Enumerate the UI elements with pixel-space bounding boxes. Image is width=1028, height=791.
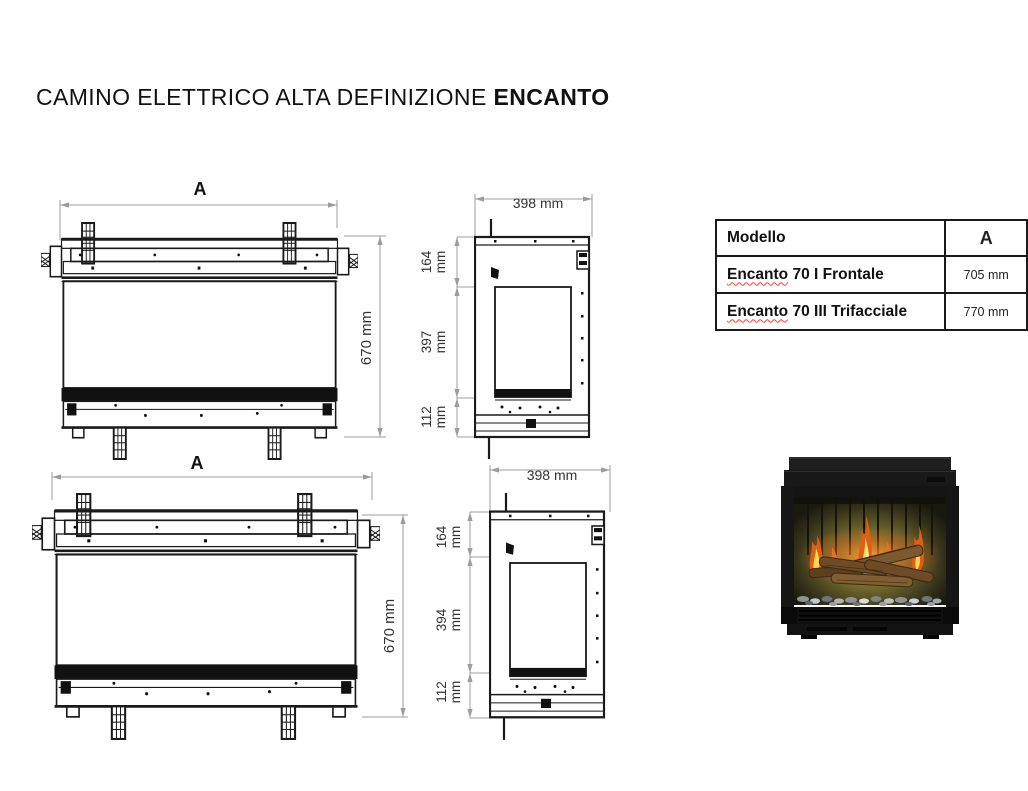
model-dimension-table: Modello A Encanto 70 I Frontale 705 mm E… [714,219,1028,331]
model-name-cell: Encanto 70 III Trifacciale [714,292,947,331]
front-view-top-drawing: A 670 mm [40,178,405,478]
page-title-bold: ENCANTO [493,84,610,110]
page-title: CAMINO ELETTRICO ALTA DEFINIZIONE ENCANT… [36,84,610,111]
page-title-regular: CAMINO ELETTRICO ALTA DEFINIZIONE [36,84,494,110]
header-dimension-a: A [944,219,1028,257]
front-view-bottom-drawing: A 670 mm [20,450,425,755]
front-view-bottom-cad [32,493,380,740]
dim-depth-398: 398 mm [526,467,578,483]
dim-height-670: 670 mm [358,310,375,366]
model-value-cell: 705 mm [944,255,1028,294]
dim-width-A: A [193,179,207,199]
model-name-cell: Encanto 70 I Frontale [714,255,947,294]
dim-width-A: A [190,453,204,473]
table-header-row: Modello A [714,219,1028,257]
model-value-cell: 770 mm [944,292,1028,331]
dim-height-670: 670 mm [381,598,398,654]
product-photo-fireplace [781,457,959,639]
dim-depth-398: 398 mm [512,195,564,211]
side-view-top-cad [474,217,591,461]
side-view-bottom-cad [489,491,606,742]
front-view-top-cad [41,222,358,460]
table-row: Encanto 70 I Frontale 705 mm [714,255,1028,294]
table-row: Encanto 70 III Trifacciale 770 mm [714,292,1028,331]
side-view-top-dimension-lines [454,194,593,438]
front-view-top-dimension-lines [59,200,386,438]
front-view-bottom-dimension-lines [51,472,408,718]
header-modello: Modello [714,219,947,257]
